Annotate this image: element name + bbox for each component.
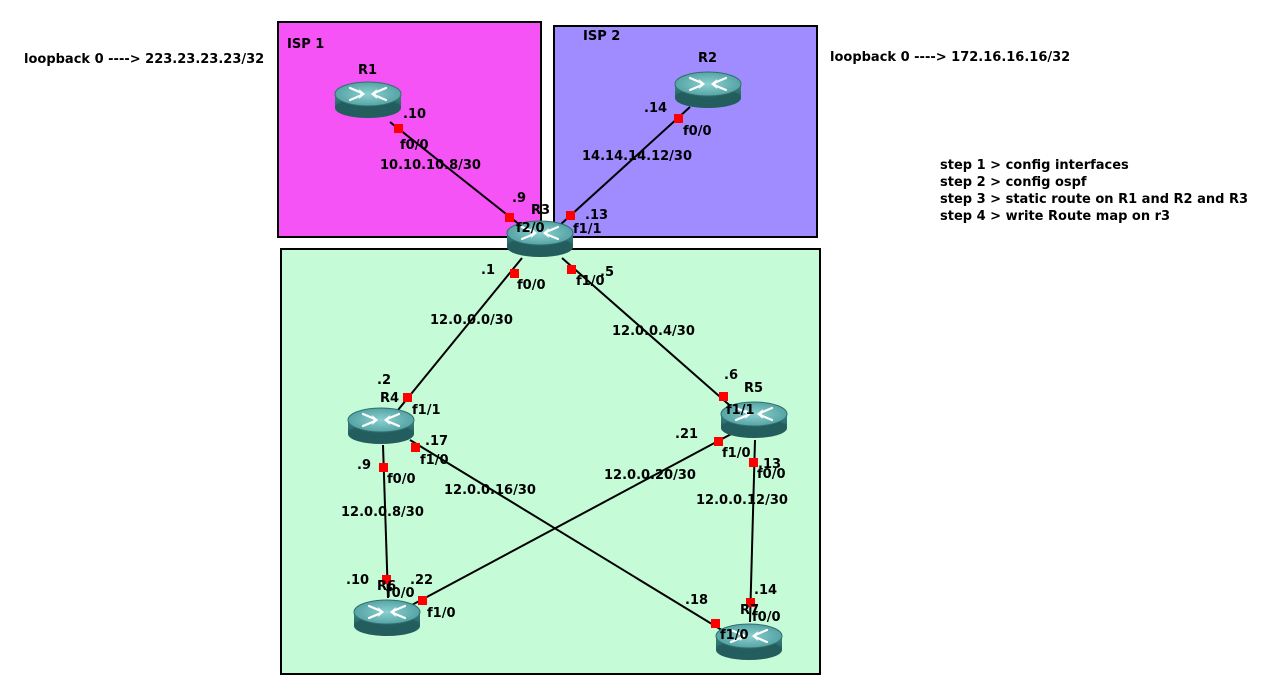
port-r7-f10 xyxy=(711,619,720,628)
step-1: step 1 > config interfaces xyxy=(940,158,1129,173)
ports xyxy=(379,114,758,628)
router-r5-name: R5 xyxy=(744,381,764,396)
router-r4-icon[interactable] xyxy=(346,406,416,446)
router-r6-icon[interactable] xyxy=(352,598,422,638)
port-r2-f00 xyxy=(674,114,683,123)
subnet-r3-r5: 12.0.0.4/30 xyxy=(612,324,695,339)
iface-r4-f10: f1/0 xyxy=(420,453,449,468)
host-r3-to-r2: .13 xyxy=(585,208,609,223)
step-2: step 2 > config ospf xyxy=(940,175,1087,190)
link-r4-r7 xyxy=(409,439,726,633)
iface-r5-f10: f1/0 xyxy=(722,446,751,461)
port-r6-f00 xyxy=(382,575,391,584)
host-r6-to-r4: .10 xyxy=(346,573,370,588)
iface-r3-f00: f0/0 xyxy=(517,278,546,293)
iface-r7-f00: f0/0 xyxy=(752,610,781,625)
link-r2-r3 xyxy=(559,106,691,226)
iface-r1-f00: f0/0 xyxy=(400,138,429,153)
step-4: step 4 > write Route map on r3 xyxy=(940,209,1171,224)
iface-r3-f20: f2/0 xyxy=(516,221,545,236)
iface-r7-f10: f1/0 xyxy=(720,628,749,643)
subnet-r5-r6: 12.0.0.20/30 xyxy=(604,468,696,483)
host-r1: .10 xyxy=(403,107,427,122)
router-r7-name: R7 xyxy=(740,603,760,618)
router-r1-icon[interactable] xyxy=(333,80,403,120)
subnet-r4-r7: 12.0.0.16/30 xyxy=(444,483,536,498)
link-r3-r5 xyxy=(561,257,736,411)
router-r4-name: R4 xyxy=(380,391,400,406)
subnet-r4-r6: 12.0.0.8/30 xyxy=(341,505,424,520)
port-r6-f10 xyxy=(418,596,427,605)
port-r3-f00 xyxy=(510,269,519,278)
subnet-r2-r3: 14.14.14.12/30 xyxy=(582,149,693,164)
port-r4-f00 xyxy=(379,463,388,472)
host-r5-to-r6: .21 xyxy=(675,427,699,442)
host-r3-to-r1: .9 xyxy=(512,191,526,206)
host-r6-to-r5: .22 xyxy=(410,573,434,588)
iface-r3-f11: f1/1 xyxy=(573,222,602,237)
iface-r6-f00: f0/0 xyxy=(386,586,415,601)
router-r3-name: R3 xyxy=(531,203,551,218)
host-r4-to-r6: .9 xyxy=(357,458,371,473)
host-r3-to-r4: .1 xyxy=(481,263,495,278)
host-r5-to-r3: .6 xyxy=(724,368,738,383)
subnet-r1-r3: 10.10.10.8/30 xyxy=(380,158,481,173)
host-r4-to-r7: .17 xyxy=(425,434,449,449)
port-r3-f20 xyxy=(505,213,514,222)
host-r7-to-r5: .14 xyxy=(754,583,778,598)
loopback-r1-text: loopback 0 ----> 223.23.23.23/32 xyxy=(24,52,265,67)
router-r2-icon[interactable] xyxy=(673,70,743,110)
steps-list: step 1 > config interfaces step 2 > conf… xyxy=(940,157,1248,225)
isp1-title: ISP 1 xyxy=(287,37,325,52)
port-r5-f10 xyxy=(714,437,723,446)
port-r1-f00 xyxy=(394,124,403,133)
port-r7-f00 xyxy=(746,598,755,607)
iface-r5-f11: f1/1 xyxy=(726,403,755,418)
iface-r3-f10: f1/0 xyxy=(576,274,605,289)
step-3: step 3 > static route on R1 and R2 and R… xyxy=(940,192,1249,207)
host-r7-to-r4: .18 xyxy=(685,593,709,608)
iface-r6-f10: f1/0 xyxy=(427,606,456,621)
host-r2: .14 xyxy=(644,101,668,116)
iface-r4-f00: f0/0 xyxy=(387,472,416,487)
isp2-title: ISP 2 xyxy=(583,29,621,44)
port-r5-f00 xyxy=(749,458,758,467)
link-r1-r3 xyxy=(389,121,521,226)
host-r3-to-r5: .5 xyxy=(600,265,614,280)
isp1-area xyxy=(277,21,542,238)
link-r5-r7 xyxy=(749,439,756,623)
links xyxy=(382,106,756,633)
router-r6-name: R6 xyxy=(377,579,397,594)
iface-r5-f00: f0/0 xyxy=(757,467,786,482)
subnet-r5-r7: 12.0.0.12/30 xyxy=(696,493,788,508)
port-r3-f11 xyxy=(566,211,575,220)
port-r4-f10 xyxy=(411,443,420,452)
link-r3-r4 xyxy=(397,257,523,411)
loopback-r2-text: loopback 0 ----> 172.16.16.16/32 xyxy=(830,50,1071,65)
port-r5-f11 xyxy=(719,392,728,401)
isp2-area xyxy=(553,25,818,238)
router-r1-name: R1 xyxy=(358,63,378,78)
port-r4-f11 xyxy=(403,393,412,402)
iface-r4-f11: f1/1 xyxy=(412,403,441,418)
port-r3-f10 xyxy=(567,265,576,274)
iface-r2-f00: f0/0 xyxy=(683,124,712,139)
subnet-r3-r4: 12.0.0.0/30 xyxy=(430,313,513,328)
link-r5-r6 xyxy=(409,431,736,607)
host-r4-to-r3: .2 xyxy=(377,373,391,388)
host-r5-to-r7: .13 xyxy=(758,457,782,472)
router-r2-name: R2 xyxy=(698,51,718,66)
